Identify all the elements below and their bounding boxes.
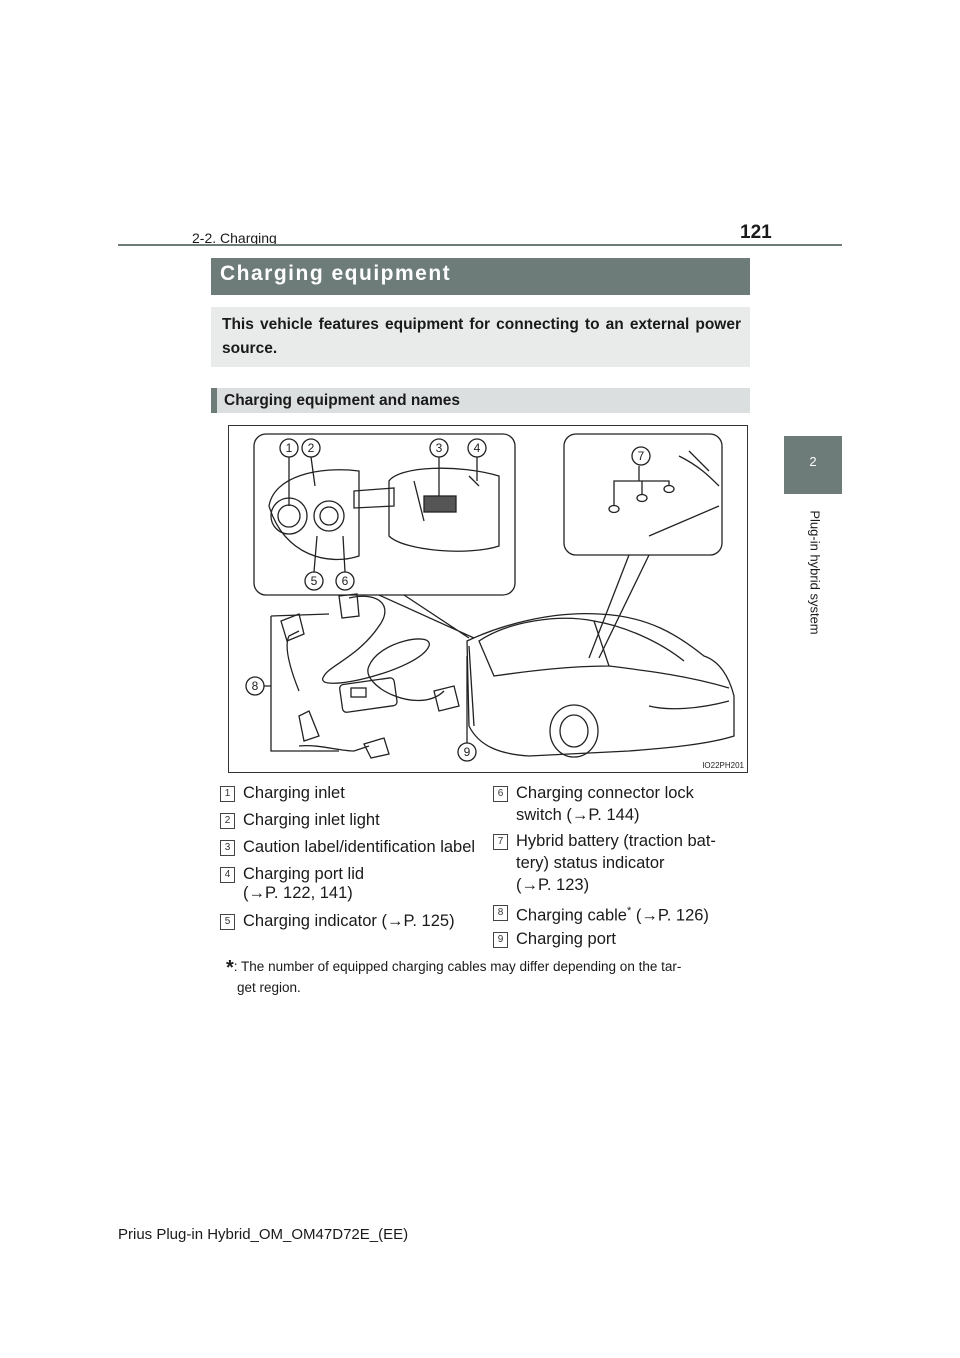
footnote-mark: * — [627, 905, 632, 917]
legend-num: 6 — [493, 786, 508, 802]
legend-text: Charging connector lock — [516, 784, 694, 802]
intro-box — [211, 307, 750, 367]
callout-4: 4 — [474, 441, 481, 455]
legend-num: 7 — [493, 834, 508, 850]
chapter-label: Plug-in hybrid system — [807, 510, 823, 635]
legend-text: Charging inlet — [243, 784, 345, 802]
legend-label: Charging cable — [516, 906, 627, 925]
legend-text: Charging indicator (→P. 125) — [243, 912, 455, 930]
legend-num: 5 — [220, 914, 235, 930]
image-code: IO22PH201 — [702, 761, 744, 770]
subsection-title: Charging equipment and names — [224, 392, 460, 409]
inset-charging-port — [253, 433, 516, 596]
legend-text: Charging port lid — [243, 865, 365, 883]
legend-num: 8 — [493, 905, 508, 921]
legend-ref: (→P. 122, 141) — [243, 884, 353, 902]
callout-7: 7 — [638, 449, 645, 463]
footnote-text-line2: get region. — [237, 980, 301, 995]
legend-text: Charging cable* (→P. 126) — [516, 901, 709, 927]
footnote: *: The number of equipped charging cable… — [226, 957, 749, 997]
chapter-label-vertical: Plug-in hybrid system — [800, 509, 830, 639]
intro-text: This vehicle features equipment for conn… — [222, 316, 741, 357]
legend-ref: (→P. 126) — [631, 906, 709, 925]
legend-num: 4 — [220, 867, 235, 883]
legend-num: 9 — [493, 932, 508, 948]
footnote-marker: * — [226, 957, 234, 979]
footer-doc-id: Prius Plug-in Hybrid_OM_OM47D72E_(EE) — [118, 1226, 409, 1243]
page-number: 121 — [740, 222, 772, 243]
chapter-number: 2 — [809, 454, 817, 469]
legend-text: Caution label/identification label — [243, 838, 476, 856]
legend-text: Hybrid battery (traction bat- — [516, 832, 716, 850]
legend-text: Charging port — [516, 930, 616, 948]
callout-2: 2 — [308, 441, 315, 455]
inset-indicator — [563, 433, 723, 556]
callout-8: 8 — [252, 679, 259, 693]
callout-6: 6 — [342, 574, 349, 588]
section-header: 2-2. Charging — [192, 230, 277, 246]
legend-num: 2 — [220, 813, 235, 829]
callout-1: 1 — [286, 441, 293, 455]
callout-3: 3 — [436, 441, 443, 455]
page-title: Charging equipment — [220, 262, 452, 285]
header-rule — [118, 244, 842, 246]
legend-ref: (→P. 123) — [516, 876, 590, 894]
callout-9: 9 — [464, 745, 471, 759]
footnote-text: : The number of equipped charging cables… — [233, 959, 682, 974]
legend-num: 3 — [220, 840, 235, 856]
subsection-bar — [211, 388, 750, 413]
title-bar — [211, 258, 750, 295]
chapter-tab — [784, 436, 842, 494]
legend-text-line2: tery) status indicator — [516, 854, 665, 872]
subsection-accent — [211, 388, 217, 413]
legend-ref: switch (→P. 144) — [516, 806, 640, 824]
callout-5: 5 — [311, 574, 318, 588]
charging-equipment-illustration: 1 2 3 4 5 6 7 8 9 IO22PH201 — [228, 425, 748, 773]
legend-text: Charging inlet light — [243, 811, 380, 829]
illustration-svg: 1 2 3 4 5 6 7 8 9 IO22PH201 — [245, 433, 745, 770]
legend-num: 1 — [220, 786, 235, 802]
